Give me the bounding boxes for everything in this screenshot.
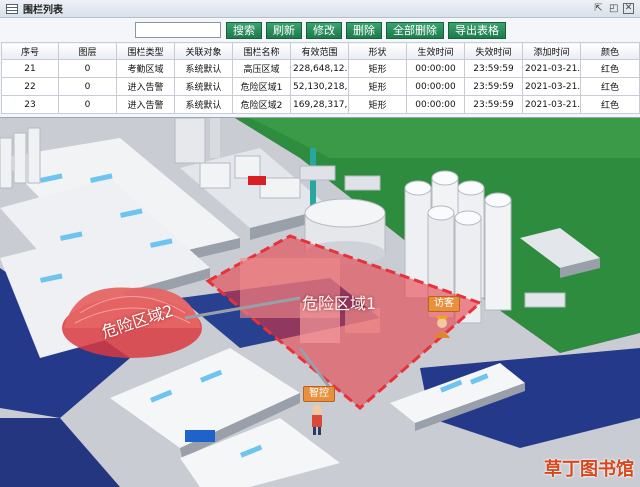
control-tag[interactable]: 智控 [303,386,335,402]
table-header-row: 序号 图层 围栏类型 关联对象 围栏名称 有效范围 形状 生效时间 失效时间 添… [1,42,640,60]
column-header[interactable]: 有效范围 [290,42,349,60]
window-controls: ⇱ ◰ ✕ [593,3,640,14]
chimney [310,148,316,218]
title-bar[interactable]: 围栏列表 ⇱ ◰ ✕ [0,0,640,18]
table-cell: 高压区域 [232,59,291,78]
table-cell: 23 [1,95,59,114]
table-row[interactable]: 22 0 进入告警 系统默认 危险区域1 52,130,218,... 矩形 0… [1,77,640,96]
table-cell: 2021-03-21... [522,77,581,96]
table-row[interactable]: 21 0 考勤区域 系统默认 高压区域 228,648,12... 矩形 00:… [1,59,640,78]
table-cell: 228,648,12... [290,59,349,78]
table-cell: 0 [58,95,117,114]
table-cell: 矩形 [348,59,407,78]
pipe-bridge [184,296,301,320]
table-cell: 红色 [580,95,640,114]
warehouse-bottom [110,348,525,487]
table-cell: 23:59:59 [464,77,523,96]
truck [185,430,215,442]
control-person-icon[interactable] [312,405,322,435]
zone1-label: 危险区域1 [302,294,377,313]
fence-table: 序号 图层 围栏类型 关联对象 围栏名称 有效范围 形状 生效时间 失效时间 添… [1,42,640,114]
delete-button[interactable]: 删除 [346,21,382,39]
table-cell: 矩形 [348,77,407,96]
silos-left [0,127,41,189]
table-cell: 00:00:00 [406,95,465,114]
window-title: 围栏列表 [23,5,63,16]
table-cell: 2021-03-21... [522,59,581,78]
plant-scene-graphic [0,118,640,487]
table-cell: 系统默认 [174,95,233,114]
column-header[interactable]: 围栏类型 [116,42,175,60]
maximize-icon[interactable]: ◰ [609,3,619,14]
buildings-right [299,165,600,308]
table-cell: 矩形 [348,95,407,114]
danger-zone-2[interactable] [62,287,202,359]
column-header[interactable]: 围栏名称 [232,42,291,60]
table-cell: 52,130,218,... [290,77,349,96]
column-header[interactable]: 颜色 [580,42,640,60]
factory-center [174,118,330,240]
export-table-button[interactable]: 导出表格 [448,21,506,39]
table-cell: 危险区域1 [232,77,291,96]
column-header[interactable]: 序号 [1,42,59,60]
column-header[interactable]: 关联对象 [174,42,233,60]
table-cell: 0 [58,59,117,78]
refresh-button[interactable]: 刷新 [266,21,302,39]
close-icon[interactable]: ✕ [623,3,634,14]
plant-3d-view[interactable]: 危险区域2 危险区域1 访客 智控 [0,118,640,487]
hazard-sign [248,176,266,185]
table-row[interactable]: 23 0 进入告警 系统默认 危险区域2 169,28,317,... 矩形 0… [1,95,640,114]
toolbar: 搜索 刷新 修改 删除 全部删除 导出表格 [0,18,640,42]
table-cell: 00:00:00 [406,59,465,78]
column-header[interactable]: 生效时间 [406,42,465,60]
table-cell: 00:00:00 [406,77,465,96]
table-cell: 红色 [580,59,640,78]
table-cell: 22 [1,77,59,96]
column-header[interactable]: 图层 [58,42,117,60]
watermark: 草丁图书馆 [544,459,634,480]
edit-button[interactable]: 修改 [306,21,342,39]
visitor-tag[interactable]: 访客 [428,296,460,312]
table-cell: 0 [58,77,117,96]
restore-icon[interactable]: ⇱ [594,3,603,14]
table-cell: 红色 [580,77,640,96]
table-cell: 23:59:59 [464,95,523,114]
table-cell: 考勤区域 [116,59,175,78]
table-cell: 2021-03-21... [522,95,581,114]
search-button[interactable]: 搜索 [226,21,262,39]
table-cell: 进入告警 [116,77,175,96]
table-cell: 169,28,317,... [290,95,349,114]
column-header[interactable]: 添加时间 [522,42,581,60]
table-cell: 23:59:59 [464,59,523,78]
table-cell: 系统默认 [174,59,233,78]
delete-all-button[interactable]: 全部删除 [386,21,444,39]
table-cell: 系统默认 [174,77,233,96]
fence-list-panel: 围栏列表 ⇱ ◰ ✕ 搜索 刷新 修改 删除 全部删除 导出表格 [0,0,640,118]
visitor-person-icon[interactable] [434,316,450,338]
danger-zone-1[interactable] [205,234,483,410]
column-header[interactable]: 失效时间 [464,42,523,60]
table-cell: 危险区域2 [232,95,291,114]
list-icon [6,3,18,14]
search-input[interactable] [135,22,221,38]
table-cell: 21 [1,59,59,78]
table-cell: 进入告警 [116,95,175,114]
column-header[interactable]: 形状 [348,42,407,60]
